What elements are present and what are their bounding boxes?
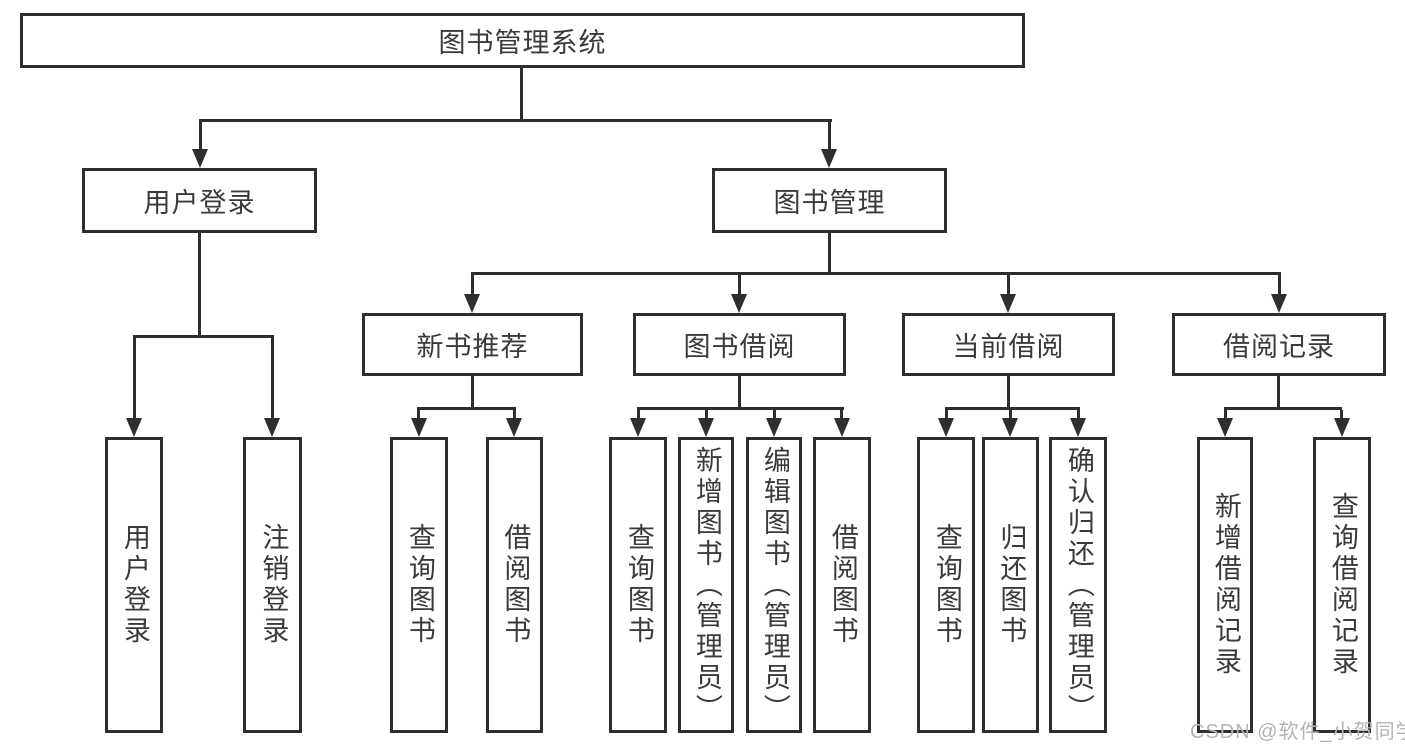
arrow-head-icon bbox=[1000, 294, 1016, 313]
leaf-user-login-label: 用户登录 bbox=[119, 523, 150, 647]
leaf-return-book-label: 归还图书 bbox=[996, 523, 1027, 647]
connector-line bbox=[1224, 410, 1227, 420]
arrow-head-icon bbox=[766, 418, 782, 437]
connector-line bbox=[945, 410, 948, 420]
leaf-logout-label: 注销登录 bbox=[258, 523, 289, 647]
arrow-head-icon bbox=[506, 418, 522, 437]
leaf-borrow-book-1-label: 借阅图书 bbox=[500, 523, 531, 647]
connector-line bbox=[738, 376, 741, 410]
arrow-head-icon bbox=[1334, 418, 1350, 437]
connector-line bbox=[637, 410, 640, 420]
leaf-confirm-return-admin: 确认归还（管理员） bbox=[1049, 437, 1107, 733]
leaf-add-book-admin-label: 新增图书（管理员） bbox=[691, 445, 722, 725]
node-current-borrow: 当前借阅 bbox=[902, 313, 1115, 376]
connector-line bbox=[417, 410, 420, 420]
connector-line bbox=[773, 410, 776, 420]
arrow-head-icon bbox=[630, 418, 646, 437]
leaf-return-book: 归还图书 bbox=[982, 437, 1039, 733]
connector-line bbox=[1277, 376, 1280, 410]
connector-line bbox=[1077, 410, 1080, 420]
leaf-query-book-2: 查询图书 bbox=[609, 437, 667, 733]
connector-line bbox=[417, 407, 516, 410]
connector-line bbox=[133, 335, 274, 338]
node-book-management-label: 图书管理 bbox=[773, 188, 886, 218]
connector-line bbox=[513, 410, 516, 420]
node-book-borrow-label: 图书借阅 bbox=[683, 332, 796, 362]
leaf-logout: 注销登录 bbox=[243, 437, 302, 733]
leaf-query-book-1: 查询图书 bbox=[390, 437, 448, 733]
node-new-book-recommend: 新书推荐 bbox=[362, 313, 583, 376]
leaf-query-book-3-label: 查询图书 bbox=[931, 523, 962, 647]
connector-line bbox=[199, 122, 202, 152]
connector-line bbox=[271, 338, 274, 419]
arrow-head-icon bbox=[731, 294, 747, 313]
leaf-borrow-book-1: 借阅图书 bbox=[486, 437, 543, 733]
node-root: 图书管理系统 bbox=[20, 13, 1025, 68]
leaf-query-book-3: 查询图书 bbox=[917, 437, 975, 733]
leaf-borrow-book-2-label: 借阅图书 bbox=[827, 523, 858, 647]
arrow-head-icon bbox=[192, 149, 208, 168]
leaf-add-borrow-record-label: 新增借阅记录 bbox=[1210, 492, 1241, 678]
node-book-borrow: 图书借阅 bbox=[633, 313, 846, 376]
connector-line bbox=[471, 275, 474, 297]
leaf-user-login: 用户登录 bbox=[105, 437, 163, 733]
leaf-borrow-book-2: 借阅图书 bbox=[813, 437, 871, 733]
node-current-borrow-label: 当前借阅 bbox=[952, 332, 1065, 362]
connector-line bbox=[1224, 407, 1342, 410]
connector-line bbox=[133, 338, 136, 419]
arrow-head-icon bbox=[264, 418, 280, 437]
leaf-query-book-2-label: 查询图书 bbox=[623, 523, 654, 647]
leaf-add-borrow-record: 新增借阅记录 bbox=[1197, 437, 1253, 733]
node-borrow-records: 借阅记录 bbox=[1172, 313, 1386, 376]
arrow-head-icon bbox=[821, 149, 837, 168]
node-new-book-recommend-label: 新书推荐 bbox=[416, 332, 529, 362]
connector-line bbox=[828, 122, 831, 152]
node-root-label: 图书管理系统 bbox=[438, 28, 607, 58]
connector-line bbox=[705, 410, 708, 420]
arrow-head-icon bbox=[834, 418, 850, 437]
node-user-login-label: 用户登录 bbox=[143, 188, 256, 218]
connector-line bbox=[1007, 376, 1010, 410]
leaf-query-borrow-record-label: 查询借阅记录 bbox=[1327, 492, 1358, 678]
arrow-head-icon bbox=[411, 418, 427, 437]
node-user-login: 用户登录 bbox=[82, 168, 317, 233]
node-borrow-records-label: 借阅记录 bbox=[1223, 332, 1335, 362]
arrow-head-icon bbox=[1002, 418, 1018, 437]
connector-line bbox=[1278, 275, 1281, 297]
leaf-edit-book-admin-label: 编辑图书（管理员） bbox=[759, 445, 790, 725]
connector-line bbox=[840, 410, 843, 420]
arrow-head-icon bbox=[938, 418, 954, 437]
leaf-query-borrow-record: 查询借阅记录 bbox=[1313, 437, 1371, 733]
connector-line bbox=[828, 233, 831, 275]
arrow-head-icon bbox=[126, 418, 142, 437]
leaf-confirm-return-admin-label: 确认归还（管理员） bbox=[1063, 445, 1094, 725]
connector-line bbox=[198, 233, 201, 338]
connector-line bbox=[1007, 275, 1010, 297]
connector-line bbox=[1340, 410, 1343, 420]
arrow-head-icon bbox=[1070, 418, 1086, 437]
arrow-head-icon bbox=[1217, 418, 1233, 437]
leaf-edit-book-admin: 编辑图书（管理员） bbox=[746, 437, 802, 733]
connector-line bbox=[738, 275, 741, 297]
arrow-head-icon bbox=[464, 294, 480, 313]
connector-line bbox=[199, 119, 832, 122]
leaf-query-book-1-label: 查询图书 bbox=[404, 523, 435, 647]
node-book-management: 图书管理 bbox=[712, 168, 947, 233]
connector-line bbox=[471, 376, 474, 410]
connector-line bbox=[520, 68, 523, 122]
watermark: CSDN @软件_小贺同学 bbox=[1190, 721, 1405, 743]
connector-line bbox=[945, 407, 1080, 410]
arrow-head-icon bbox=[698, 418, 714, 437]
connector-line bbox=[637, 407, 844, 410]
arrow-head-icon bbox=[1271, 294, 1287, 313]
leaf-add-book-admin: 新增图书（管理员） bbox=[678, 437, 734, 733]
connector-line bbox=[1009, 410, 1012, 420]
connector-line bbox=[471, 272, 1281, 275]
